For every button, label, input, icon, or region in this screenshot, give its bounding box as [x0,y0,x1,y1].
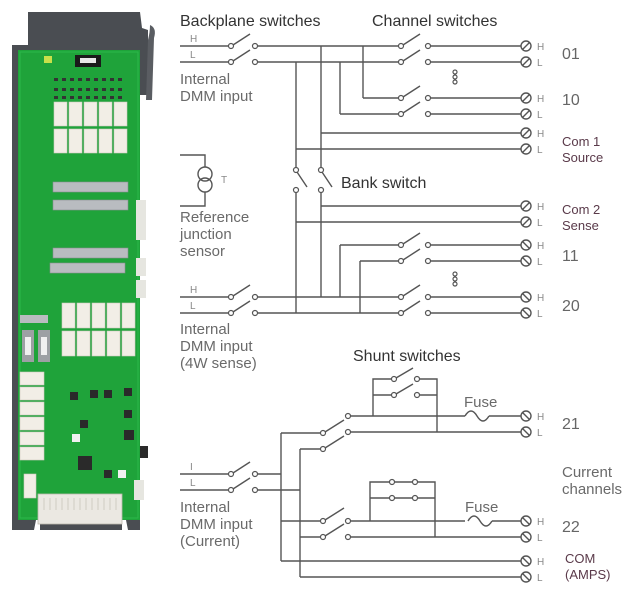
svg-text:H: H [537,42,544,53]
channel-switch-21 [281,412,521,453]
terminal-icon [520,143,532,155]
terminal-icon [520,108,532,120]
svg-text:H: H [190,34,197,45]
svg-text:T: T [221,175,227,186]
channel-switch-11: H L [340,232,544,268]
svg-text:L: L [190,50,196,61]
fuse-icon [467,515,521,527]
com-amps-label-2: (AMPS) [565,567,611,582]
dmm-input-label-2: DMM input [180,88,253,105]
channel-switches-title: Channel switches [372,13,497,30]
terminal-icon [520,255,532,267]
svg-text:L: L [537,257,543,268]
svg-text:L: L [537,58,543,69]
terminal-icon [520,216,532,228]
svg-text:L: L [537,533,543,544]
svg-text:L: L [537,573,543,584]
ellipsis-icon [452,271,458,287]
svg-text:L: L [190,478,196,489]
svg-text:L: L [537,309,543,320]
svg-text:H: H [537,517,544,528]
svg-text:H: H [537,94,544,105]
channel-switch-01: H L [397,33,544,69]
ref-sensor-label-3: sensor [180,243,225,260]
terminal-icon [520,515,532,527]
com1-label-2: Source [562,150,603,165]
terminal-icon [520,410,532,422]
dmm-input-label-1: Internal [180,71,230,88]
svg-text:H: H [537,557,544,568]
dmm-4w-label-1: Internal [180,321,230,338]
reference-junction-sensor-icon: T [180,154,227,207]
svg-text:H: H [190,285,197,296]
terminal-icon [520,307,532,319]
terminal-icon [520,56,532,68]
com2-label-1: Com 2 [562,202,600,217]
fuse-label-21: Fuse [464,394,497,411]
bank-switch [292,166,333,194]
com2-label-2: Sense [562,218,599,233]
dmm-4w-label-2: DMM input [180,338,253,355]
com2-terminals: H L [296,200,544,229]
svg-text:L: L [537,428,543,439]
shunt-switches-title: Shunt switches [353,348,461,365]
svg-text:H: H [537,412,544,423]
channel-21-label: 21 [562,416,580,433]
current-channels-label-1: Current [562,464,613,481]
backplane-switch-dmm-input: H L [180,33,398,66]
channel-20-label: 20 [562,298,580,315]
svg-text:L: L [190,301,196,312]
dmm-current-label-2: DMM input [180,516,253,533]
fuse-icon [464,410,521,422]
svg-text:L: L [537,218,543,229]
dmm-current-label-1: Internal [180,499,230,516]
svg-text:H: H [537,129,544,140]
terminal-icon [520,291,532,303]
channel-switch-10: H L [340,85,544,121]
channel-switch-20: H L [397,284,544,320]
dmm-current-label-3: (Current) [180,533,240,550]
terminal-icon [520,239,532,251]
terminal-icon [520,531,532,543]
svg-text:H: H [537,293,544,304]
backplane-switch-current: I L [180,461,300,494]
channel-11-label: 11 [562,248,579,265]
svg-text:L: L [537,145,543,156]
ellipsis-icon [452,69,458,85]
channel-22-label: 22 [562,519,580,536]
backplane-switch-4w-sense: H L [180,284,398,317]
svg-text:L: L [537,110,543,121]
ref-sensor-label-2: junction [179,226,232,243]
svg-text:H: H [537,241,544,252]
terminal-icon [520,571,532,583]
relay-multiplexer-board-image [12,12,155,530]
channel-10-label: 10 [562,92,580,109]
terminal-icon [520,426,532,438]
terminal-icon [520,92,532,104]
com-amps-terminals: H L [281,555,544,584]
ref-sensor-label-1: Reference [180,209,249,226]
dmm-4w-label-3: (4W sense) [180,355,257,372]
board-latch [146,25,155,100]
terminal-icon [520,555,532,567]
terminal-icon [520,200,532,212]
com1-terminals: H L [296,127,544,156]
shunt-switch-22 [369,478,436,537]
shunt-switch-21 [372,367,438,432]
bank-switch-title: Bank switch [341,175,426,192]
com-amps-label-1: COM [565,551,595,566]
channel-switch-22 [281,507,521,541]
fuse-label-22: Fuse [465,499,498,516]
svg-text:I: I [190,462,193,473]
backplane-switches-title: Backplane switches [180,13,321,30]
terminal-icon [520,127,532,139]
com1-label-1: Com 1 [562,134,600,149]
svg-text:H: H [537,202,544,213]
channel-01-label: 01 [562,46,580,63]
current-channels-label-2: channels [562,481,622,498]
terminal-icon [520,40,532,52]
